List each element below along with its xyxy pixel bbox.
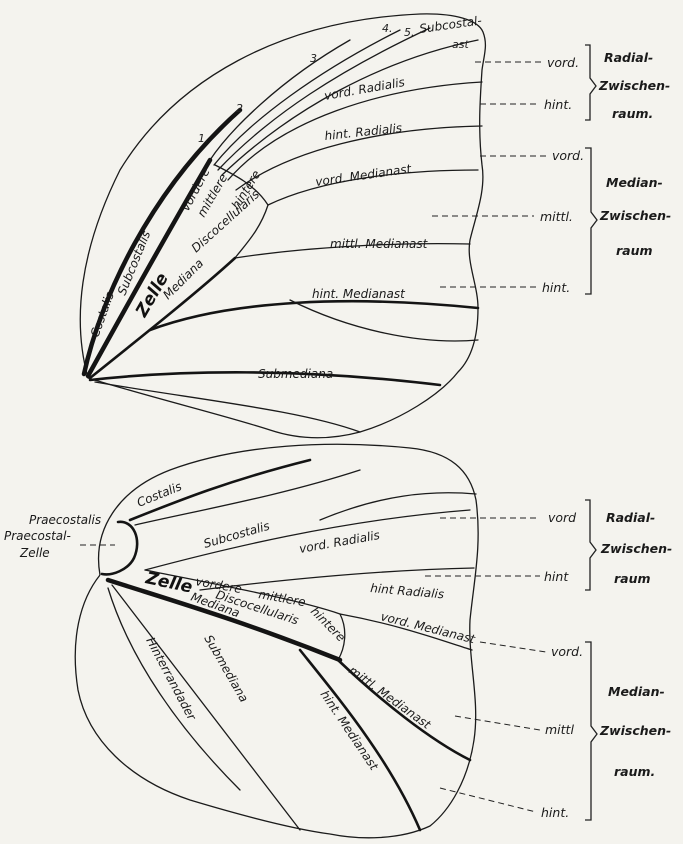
forewing-branch-number-4: 4. [382, 22, 393, 35]
forewing-submediana-label: Submediana [258, 367, 333, 381]
hindwing-submediana-label: Submediana [201, 633, 251, 705]
hindwing-median-vord-label: vord. [551, 644, 583, 659]
hindwing-radial-vord-label: vord [548, 510, 576, 525]
forewing-subcostal-ast-label-1: Subcostal- [418, 13, 482, 36]
forewing-median-vord-label: vord. [552, 148, 584, 163]
forewing-median-hint-label: hint. [542, 280, 570, 295]
forewing-hint-medianast-label: hint. Medianast [312, 287, 406, 301]
forewing-radial-vord-label: vord. [547, 55, 579, 70]
hindwing-median-mittl-leader [455, 716, 540, 730]
forewing-subcostal-ast-label-2: ast [452, 38, 469, 51]
hindwing-radial-heading-2: Zwischen- [600, 541, 672, 556]
forewing-discocellularis-label: Discocellularis [189, 187, 262, 255]
forewing-branch-number-1: 1. [198, 132, 209, 145]
forewing-median-heading-2: Zwischen- [599, 208, 671, 223]
hindwing-median-hint-leader [440, 788, 536, 812]
hindwing-radial-heading-1: Radial- [606, 510, 655, 525]
hindwing-radial-hint-label: hint [544, 569, 569, 584]
forewing-extra-vein-1 [95, 382, 360, 432]
hindwing-praecostal-zelle-label-1: Praecostal- [4, 529, 71, 543]
forewing-median-heading-3: raum [616, 243, 653, 258]
hindwing-median-heading-1: Median- [608, 684, 665, 699]
hindwing-radial-brace [585, 500, 596, 590]
forewing-mittl-medianast-label: mittl. Medianast [330, 237, 429, 251]
forewing-vord-radialis-label: vord. Radialis [323, 75, 406, 103]
forewing-hint-medianast-vein [150, 301, 478, 330]
hindwing: Praecostalis Praecostal- Zelle Costalis … [4, 444, 672, 837]
forewing-branch-number-2: 2 [236, 102, 243, 115]
hindwing-median-mittl-label: mittl [545, 722, 574, 737]
forewing-radial-heading-3: raum. [612, 106, 653, 121]
forewing-branch-number-5: 5. [404, 26, 415, 39]
forewing-median-brace [585, 148, 597, 294]
hindwing-median-heading-2: Zwischen- [599, 723, 671, 738]
forewing-median-mittl-label: mittl. [540, 209, 573, 224]
forewing-subcostal-branch-2 [214, 30, 400, 165]
hindwing-hint-medianast-label: hint. Medianast [318, 688, 382, 774]
hindwing-median-brace [585, 642, 597, 820]
hindwing-hint-radialis-label: hint Radialis [370, 581, 445, 601]
forewing: Costalis Subcostalis Zelle Mediana vorde… [80, 13, 671, 437]
hindwing-praecostal-zelle-label-2: Zelle [19, 546, 50, 560]
forewing-median-heading-1: Median- [606, 175, 663, 190]
hindwing-vord-medianast-label: vord. Medianast [379, 609, 477, 646]
forewing-radial-heading-1: Radial- [604, 50, 653, 65]
hindwing-median-heading-3: raum. [614, 764, 655, 779]
hindwing-submediana-vein [112, 585, 300, 830]
hindwing-radial-heading-3: raum [614, 571, 651, 586]
hindwing-median-hint-label: hint. [541, 805, 569, 820]
hindwing-subcostalis-label: Subcostalis [202, 519, 271, 551]
forewing-hint-radialis-label: hint. Radialis [324, 121, 403, 143]
hindwing-praecostalis-hook [102, 522, 137, 575]
hindwing-praecostalis-label: Praecostalis [29, 513, 101, 527]
hindwing-median-vord-leader [480, 642, 546, 652]
forewing-radial-brace [585, 45, 596, 120]
forewing-vord-medianast-label: vord. Medianast [314, 161, 413, 188]
forewing-subcostal-branch-4 [222, 40, 478, 175]
hindwing-mittl-medianast-label: mittl. Medianast [346, 663, 434, 732]
forewing-branch-number-3: 3 [310, 52, 317, 65]
hindwing-radial-extra-vein [320, 493, 476, 520]
forewing-radial-hint-label: hint. [544, 97, 572, 112]
forewing-radial-heading-2: Zwischen- [598, 78, 670, 93]
